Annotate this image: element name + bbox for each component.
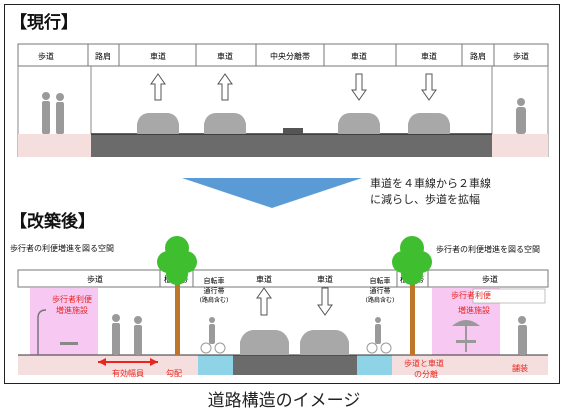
separation-label-2: の分離 — [414, 369, 438, 379]
sidewalk-ground-right — [392, 355, 548, 375]
transition-arrow-icon — [182, 178, 362, 208]
ped-space-label-left: 歩行者の利便増進を図る空間 — [10, 243, 114, 253]
facility-left-line1: 歩行者利便 — [52, 294, 92, 304]
current-label-shoulder-right: 路肩 — [470, 51, 486, 61]
bike-left-line3: (路肩含む) — [200, 296, 229, 304]
current-label-sidewalk-left: 歩道 — [38, 51, 54, 61]
median — [283, 128, 303, 134]
facility-right-line2: 増進施設 — [458, 305, 490, 315]
arrow-up-icon — [256, 287, 272, 316]
pedestrian-icon — [516, 98, 526, 134]
arrow-down-icon — [317, 287, 333, 316]
bike-lane-left — [198, 355, 233, 375]
bike-right-line3: (路肩含む) — [366, 296, 395, 304]
bike-left-line2: 通行帯 — [204, 286, 225, 295]
arrow-down-icon — [421, 73, 437, 101]
current-label-shoulder-left: 路肩 — [95, 51, 111, 61]
car-icon — [240, 330, 349, 355]
arrow-down-icon — [351, 73, 367, 101]
cyclist-icon — [200, 317, 226, 354]
tree-icon-left — [157, 236, 197, 355]
cyclist-icon — [366, 317, 392, 354]
figure-caption: 道路構造のイメージ — [207, 391, 361, 411]
tree-icon-right — [392, 236, 432, 355]
facility-left-line2: 増進施設 — [56, 305, 88, 315]
streetlight-icon — [37, 309, 47, 355]
current-label-lane-1: 車道 — [150, 51, 166, 61]
car-icon — [137, 113, 450, 134]
current-label-sidewalk-right: 歩道 — [513, 51, 529, 61]
slope-label: 勾配 — [166, 368, 182, 378]
effective-width-label: 有効幅員 — [112, 368, 144, 378]
pedestrian-icon — [518, 316, 527, 355]
sidewalk-left — [18, 134, 91, 157]
current-title: 【現行】 — [10, 13, 78, 33]
facility-right-line1: 歩行者利便 — [451, 290, 491, 300]
separation-label-1: 歩道と車道 — [404, 358, 444, 368]
bike-lane-right — [357, 355, 392, 375]
ped-space-label-right: 歩行者の利便増進を図る空間 — [436, 244, 540, 254]
after-title: 【改築後】 — [10, 212, 95, 232]
current-label-lane-4: 車道 — [421, 51, 437, 61]
bench-icon — [60, 342, 78, 345]
arrow-up-icon — [150, 73, 166, 101]
pedestrian-icon — [112, 314, 142, 355]
lane-label-left: 車道 — [256, 274, 272, 284]
note-line-1: 車道を４車線から２車線 — [370, 176, 491, 190]
paving-label: 舗装 — [512, 363, 528, 373]
bike-right-line1: 自転車 — [370, 276, 391, 285]
sidewalk-label-right: 歩道 — [482, 274, 498, 284]
current-cross-section: 歩道 路肩 車道 車道 中央分離帯 車道 車道 路肩 歩道 — [17, 43, 549, 157]
bike-left-line1: 自転車 — [204, 276, 225, 285]
arrow-up-icon — [217, 73, 233, 101]
sidewalk-right — [492, 134, 548, 157]
after-cross-section: 歩行者の利便増進を図る空間 歩行者の利便増進を図る空間 歩道 植樹帯 植樹帯 歩… — [10, 236, 549, 379]
roadway — [91, 134, 492, 157]
note-line-2: に減らし、歩道を拡幅 — [370, 192, 480, 206]
current-label-lane-2: 車道 — [217, 51, 233, 61]
roadway-after — [198, 355, 392, 375]
lane-label-right: 車道 — [317, 274, 333, 284]
current-label-median: 中央分離帯 — [270, 51, 310, 61]
pedestrian-icon — [42, 92, 64, 134]
current-label-lane-3: 車道 — [351, 51, 367, 61]
cafe-table-icon — [452, 320, 480, 352]
bike-right-line2: 通行帯 — [370, 286, 391, 295]
sidewalk-label-left: 歩道 — [87, 274, 103, 284]
